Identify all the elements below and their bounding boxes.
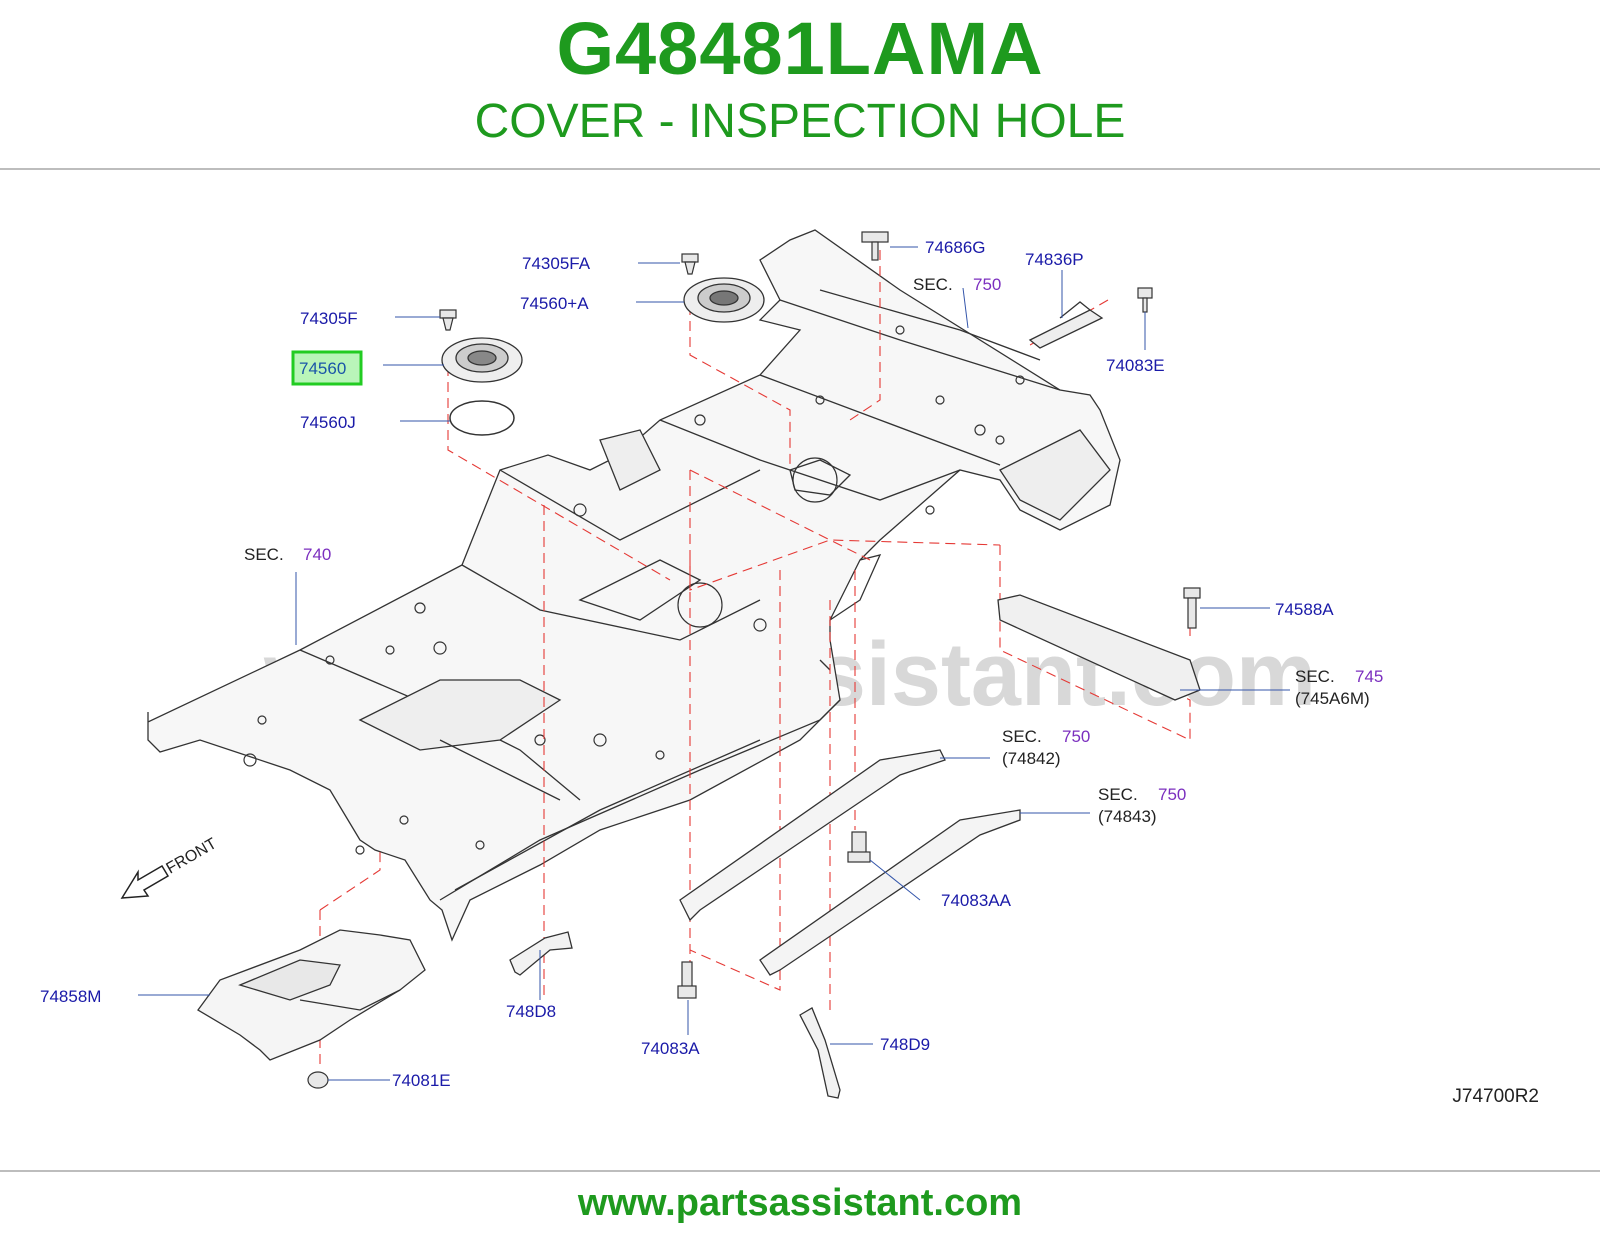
header: G48481LAMA COVER - INSPECTION HOLE xyxy=(0,0,1600,168)
floor-panel xyxy=(147,229,1121,942)
bracket-74836P xyxy=(1028,301,1104,349)
callout-74836P[interactable]: 74836P xyxy=(1025,250,1084,269)
sec-750b-ref: (74843) xyxy=(1098,807,1157,826)
footer-url[interactable]: www.partsassistant.com xyxy=(577,1182,1023,1224)
callout-leaders xyxy=(138,246,1290,1081)
sec-745-label: SEC. xyxy=(1295,667,1335,686)
sec-745-number[interactable]: 745 xyxy=(1355,667,1383,686)
sec-750a-number[interactable]: 750 xyxy=(1062,727,1090,746)
sec-750b-label: SEC. xyxy=(1098,785,1138,804)
sec-750-top-label: SEC. xyxy=(913,275,953,294)
cover-74560A xyxy=(683,277,765,323)
cross-members xyxy=(679,594,1201,976)
bracket-748D8 xyxy=(509,931,573,976)
callout-74083AA[interactable]: 74083AA xyxy=(941,891,1012,910)
sec-745-ref: (745A6M) xyxy=(1295,689,1370,708)
clip-74305FA xyxy=(681,253,699,275)
parts-diagram: www.partsassistant.com xyxy=(0,170,1600,1170)
footer-divider xyxy=(0,1170,1600,1172)
sec-750a-ref: (74842) xyxy=(1002,749,1061,768)
heat-insulator-74858M xyxy=(197,929,426,1061)
bolt-74083AA xyxy=(847,831,871,863)
bracket-748D9 xyxy=(799,1007,841,1099)
front-arrow-icon xyxy=(120,864,170,899)
callout-74560J[interactable]: 74560J xyxy=(300,413,356,432)
clip-74686G xyxy=(861,231,889,261)
front-arrow: FRONT xyxy=(120,835,220,899)
sec-750a-label: SEC. xyxy=(1002,727,1042,746)
bolt-74588A xyxy=(1183,587,1201,629)
fasteners xyxy=(307,231,1201,1089)
callout-74686G[interactable]: 74686G xyxy=(925,238,986,257)
cover-74560 xyxy=(441,337,523,383)
callout-74560A[interactable]: 74560+A xyxy=(520,294,589,313)
diagram-svg: www.partsassistant.com xyxy=(40,229,1539,1107)
dashed-leaders xyxy=(319,250,1191,1070)
nut-74081E xyxy=(307,1071,329,1089)
callout-74083E[interactable]: 74083E xyxy=(1106,356,1165,375)
callout-labels: 74560 74305F 74560J 74305FA 74560+A 7468… xyxy=(40,238,1334,1090)
bolt-74083A xyxy=(677,961,697,999)
callout-74560[interactable]: 74560 xyxy=(299,359,346,378)
sec-740-number[interactable]: 740 xyxy=(303,545,331,564)
sec-750b-number[interactable]: 750 xyxy=(1158,785,1186,804)
callout-74858M[interactable]: 74858M xyxy=(40,987,101,1006)
callout-74083A[interactable]: 74083A xyxy=(641,1039,700,1058)
section-refs: SEC. 740 SEC. 750 SEC. 745 (745A6M) SEC.… xyxy=(244,275,1383,826)
callout-748D9[interactable]: 748D9 xyxy=(880,1035,930,1054)
callout-748D8[interactable]: 748D8 xyxy=(506,1002,556,1021)
floor-holes xyxy=(243,325,1025,855)
part-number-title: G48481LAMA xyxy=(556,7,1044,90)
front-label: FRONT xyxy=(164,835,220,877)
part-description: COVER - INSPECTION HOLE xyxy=(474,95,1126,148)
clip-74305F xyxy=(439,309,457,331)
ring-74560J xyxy=(449,400,515,436)
sec-740-label: SEC. xyxy=(244,545,284,564)
callout-74081E[interactable]: 74081E xyxy=(392,1071,451,1090)
callout-74305F[interactable]: 74305F xyxy=(300,309,358,328)
callout-74305FA[interactable]: 74305FA xyxy=(522,254,591,273)
bolt-74083E xyxy=(1137,287,1153,313)
sec-750-top-number[interactable]: 750 xyxy=(973,275,1001,294)
callout-74588A[interactable]: 74588A xyxy=(1275,600,1334,619)
drawing-id: J74700R2 xyxy=(1452,1086,1539,1107)
header-divider xyxy=(0,168,1600,170)
highlight-box xyxy=(291,350,363,386)
